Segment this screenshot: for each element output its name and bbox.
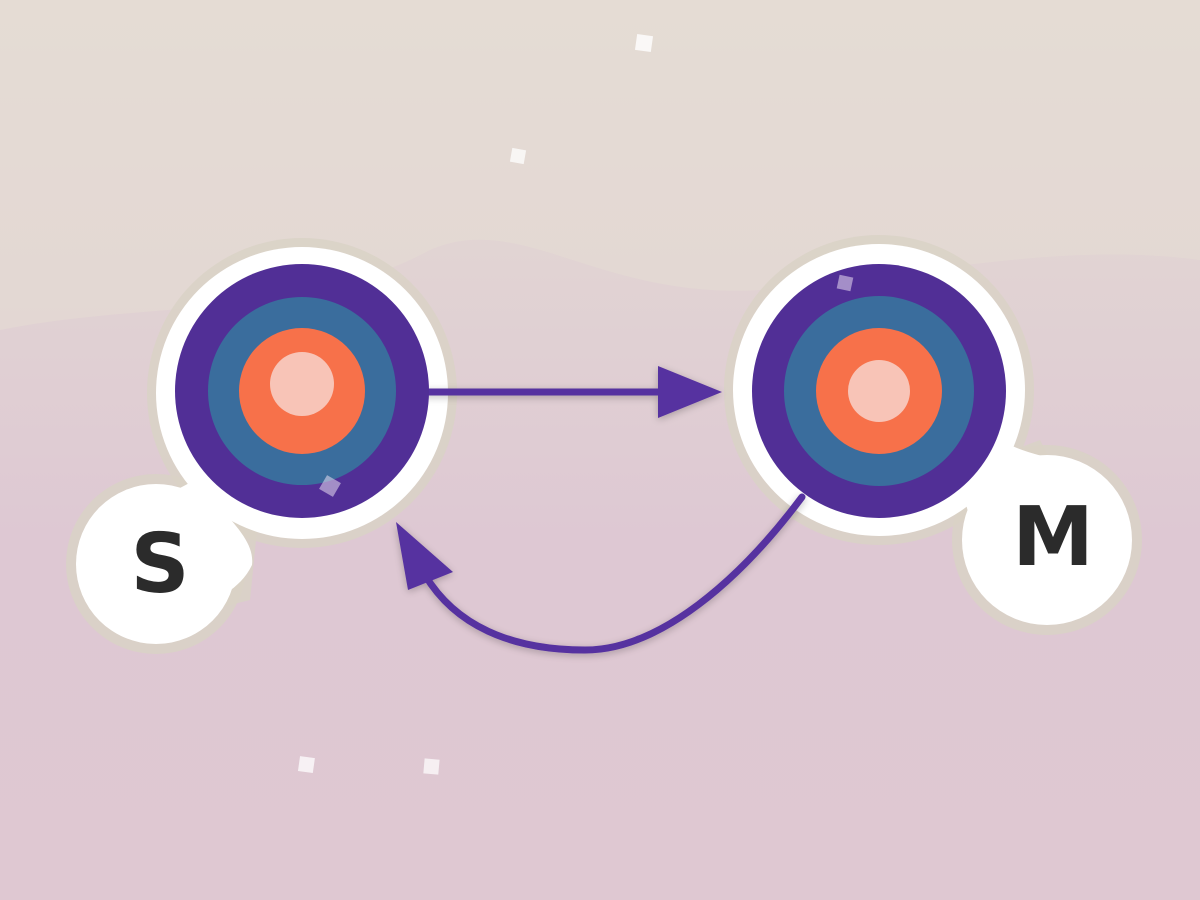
arrowhead-up-left-icon: [396, 522, 453, 590]
edge-source-to-target: [421, 366, 722, 418]
target-node-label: M: [1012, 490, 1094, 585]
sparkle-particles: [297, 33, 854, 775]
edge-target-to-source: [396, 493, 806, 654]
source-node-label: S: [130, 517, 189, 612]
arrowhead-right-icon: [658, 366, 722, 418]
target-node[interactable]: [752, 264, 1006, 518]
source-node[interactable]: [175, 264, 429, 518]
